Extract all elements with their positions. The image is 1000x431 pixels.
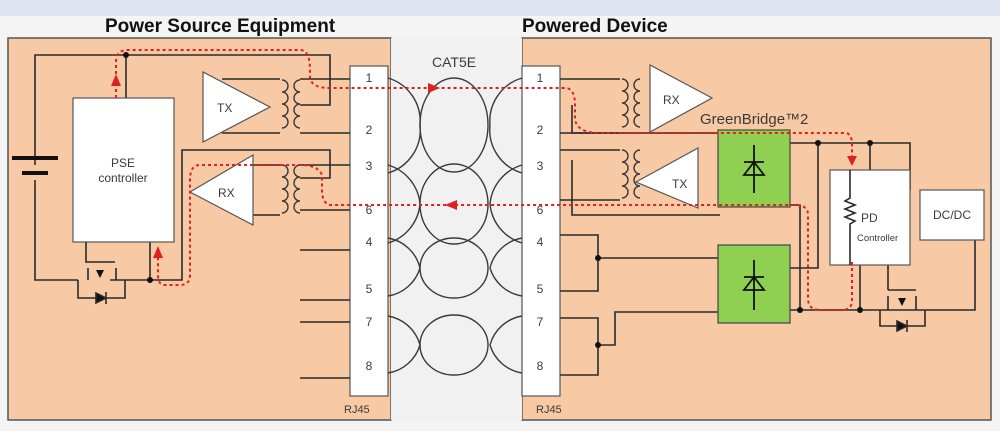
pse-pin-labels: 1 2 3 6 4 5 7 8 (366, 71, 373, 373)
battery-icon (12, 156, 58, 175)
pd-title: Powered Device (522, 16, 668, 37)
pse-controller-label-2: controller (98, 171, 147, 185)
pse-pin-4: 4 (366, 235, 373, 249)
pse-pin-6: 6 (366, 203, 373, 217)
pd-pin-labels: 1 2 3 6 4 5 7 8 (537, 71, 544, 373)
greenbridge-lower (717, 244, 791, 324)
pse-pin-1: 1 (366, 71, 373, 85)
pd-rx-amplifier (649, 64, 714, 134)
pd-pin-5: 5 (537, 282, 544, 296)
dcdc-label: DC/DC (933, 208, 971, 222)
pd-pin-7: 7 (537, 315, 544, 329)
cable-area (391, 38, 522, 420)
pse-controller-label-1: PSE (111, 156, 135, 170)
pse-pin-7: 7 (366, 315, 373, 329)
pse-pin-2: 2 (366, 123, 373, 137)
window-top-bar (0, 0, 1000, 16)
pd-rj45 (521, 65, 561, 397)
pse-wiring (34, 54, 350, 379)
pd-controller-label-2: Controller (857, 233, 898, 244)
cable-label: CAT5E (432, 54, 476, 70)
pse-pin-8: 8 (366, 359, 373, 373)
pse-rx-transformer-icon (281, 164, 301, 214)
pse-rx-amplifier (188, 153, 254, 226)
pd-rx-label: RX (663, 93, 680, 107)
pd-rx-transformer-icon (621, 78, 641, 128)
pse-controller (72, 97, 175, 243)
pd-tx-amplifier (634, 146, 699, 209)
pse-tx-label: TX (217, 101, 232, 115)
pd-pin-2: 2 (537, 123, 544, 137)
pd-mosfet-icon (879, 289, 926, 333)
resistor-icon (842, 170, 858, 265)
pse-pin-5: 5 (366, 282, 373, 296)
pd-controller-label-1: PD (861, 211, 878, 225)
pd-controller (829, 169, 911, 266)
pd-panel (521, 37, 992, 421)
pse-rx-label: RX (218, 186, 235, 200)
pse-rj45 (349, 65, 389, 397)
pd-pin-3: 3 (537, 159, 544, 173)
pd-pin-8: 8 (537, 359, 544, 373)
pse-tx-transformer-icon (281, 79, 301, 129)
greenbridge-label: GreenBridge™2 (700, 111, 808, 128)
pd-pin-4: 4 (537, 235, 544, 249)
pd-pin-1: 1 (537, 71, 544, 85)
pse-rj45-label: RJ45 (344, 404, 370, 416)
pse-mosfet-icon (77, 242, 126, 305)
pse-panel (7, 37, 392, 421)
pse-pin-3: 3 (366, 159, 373, 173)
pd-tx-label: TX (672, 177, 687, 191)
pd-tx-transformer-icon (621, 149, 641, 199)
dcdc-converter (919, 189, 985, 241)
pd-rj45-label: RJ45 (536, 404, 562, 416)
power-flow-path (111, 49, 857, 311)
pd-pin-6: 6 (537, 203, 544, 217)
pse-title: Power Source Equipment (105, 16, 336, 37)
pse-tx-amplifier (202, 71, 272, 143)
greenbridge-upper (717, 129, 791, 208)
pd-wiring (560, 78, 976, 376)
twisted-pairs (387, 77, 523, 376)
